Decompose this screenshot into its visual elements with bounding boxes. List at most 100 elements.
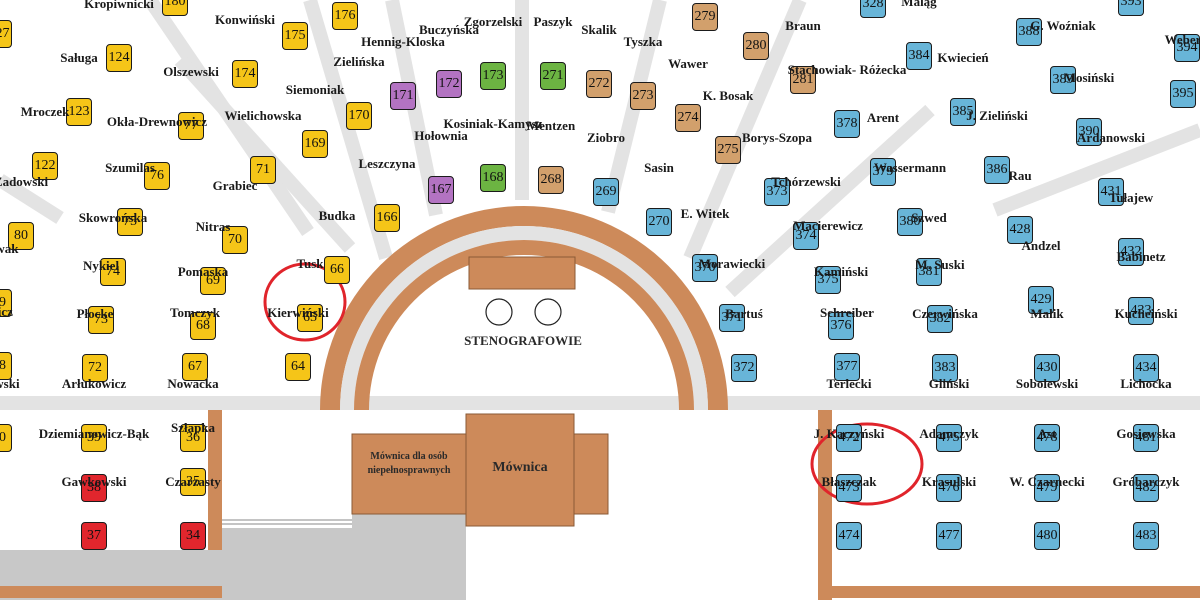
seat-name-label: Malik [1030,306,1064,321]
seat-number: 168 [480,164,506,192]
right-post [818,410,832,600]
seat-name-label: Skalik [581,22,617,37]
rostrum[interactable] [465,413,575,527]
seat-number: 124 [106,44,132,72]
seat-number: 281 [790,66,816,94]
seat-number: 38 [81,474,107,502]
rostrum-accessible[interactable] [351,433,467,515]
seat-name-label: Gawkowski [61,474,127,489]
seat-name-label: W. Czarnecki [1009,474,1085,489]
seat-number: 388 [1016,18,1042,46]
seat-name-label: J. Kaczyński [813,426,885,441]
seat-name-label: Szwed [911,210,947,225]
seat-number: 428 [1007,216,1033,244]
seat-number: 434 [1133,354,1159,382]
seat-number: 269 [593,178,619,206]
seat-name-label: Sobolewski [1015,376,1079,391]
seat-name-label: M. Suski [915,257,965,272]
seat-name-label: Kucheiński [1114,306,1178,321]
seat-number: 394 [1174,34,1200,62]
seat-name-label: Borys-Szopa [741,130,813,145]
seat-name-label: Maląg [901,0,937,9]
seat-name-label: Hołownia [414,128,468,143]
stenographers-table[interactable] [468,256,576,290]
seat-name-label: Szumilas [105,160,155,175]
seat-name-label: Płocke [76,306,114,321]
seat-name-label: Zadowski [0,174,49,189]
seat-name-label: Skowrońska [78,210,148,225]
seat-number: 472 [836,424,862,452]
seat-number: 176 [332,2,358,30]
seat-name-label: Sasin [644,160,674,175]
seat-name-label: Kierwiński [267,305,329,320]
stenographers-label: STENOGRAFOWIE [464,333,582,348]
seat-number: 180 [162,0,188,16]
seat-name-label: Arłukowicz [61,376,127,391]
seat-number: 279 [692,3,718,31]
seat-name-label: Ziobro [586,130,626,145]
seat-number: 66 [324,256,350,284]
seat-number: 432 [1118,238,1144,266]
seat-name-label: Krasulski [921,474,977,489]
seat-name-label: Nowak [0,241,19,256]
seat-name-label: Konwiński [215,12,275,27]
seat-name-label: Morawiecki [698,256,766,271]
seat-name-label: Nykiel [82,258,120,273]
seat-number: 268 [538,166,564,194]
seat-name-label: Stachowiak- Różecka [787,62,907,77]
seat-name-label: Zielińska [333,54,385,69]
seat-name-label: Babinetz [1116,249,1166,264]
floor-gray [0,514,466,600]
seat-number: 378 [834,110,860,138]
seat-name-label: Okła-Drewnowicz [106,114,208,129]
seat-name-label: Adamczyk [919,426,979,441]
seat-name-label: Terlecki [826,376,872,391]
seat-name-label: Olszewski [163,64,219,79]
seat-number: 35 [180,468,206,496]
seat-number: 479 [1034,474,1060,502]
floor-bottom-left [0,586,222,598]
seat-name-label: Nitras [195,219,231,234]
seat-number: 80 [8,222,34,250]
seat-number: 478 [1034,424,1060,452]
seat-name-label: Leszczyna [358,156,416,171]
seat-number: 475 [936,424,962,452]
seat-number: 65 [297,304,323,332]
seat-name-label: Budka [318,208,356,223]
seat-name-label: Weber [1164,32,1200,47]
seat-name-label: Kwiecień [937,50,989,65]
seat-number: 67 [182,353,208,381]
seat-number: 78 [0,352,12,380]
seat-number: 123 [66,98,92,126]
seat-name-label: Siemoniak [285,82,345,97]
seat-name-label: K. Bosak [702,88,754,103]
seat-number: 385 [950,98,976,126]
seat-number: 480 [1034,522,1060,550]
seat-name-label: Macierewicz [793,218,863,233]
seat-number: 328 [860,0,886,18]
seat-name-label: Mroczek [20,104,70,119]
seat-name-label: Paszyk [533,14,573,29]
seat-number: 386 [984,156,1010,184]
seat-name-label: Ast [1037,426,1057,441]
seat-number: 77 [178,112,204,140]
seat-name-label: Pomaska [177,264,229,279]
seat-number: 429 [1028,286,1054,314]
seat-number: 174 [232,60,258,88]
seat-number: 64 [285,353,311,381]
seat-name-label: Grabiec [212,178,258,193]
seat-number: 389 [1050,66,1076,94]
seat-number: 431 [1098,178,1124,206]
seat-number: 473 [836,474,862,502]
seat-name-label: Braun [785,18,821,33]
seat-number: 68 [190,312,216,340]
seat-number: 474 [836,522,862,550]
seat-name-label: Bartuś [725,306,763,321]
seat-name-label: Tyszka [623,34,663,49]
seat-name-label: Nowski [0,376,20,391]
seat-name-label: Gróbarczyk [1112,474,1180,489]
seat-number: 173 [480,62,506,90]
seat-name-label: Saługa [60,50,98,65]
seat-name-label: Gosiewska [1116,426,1176,441]
